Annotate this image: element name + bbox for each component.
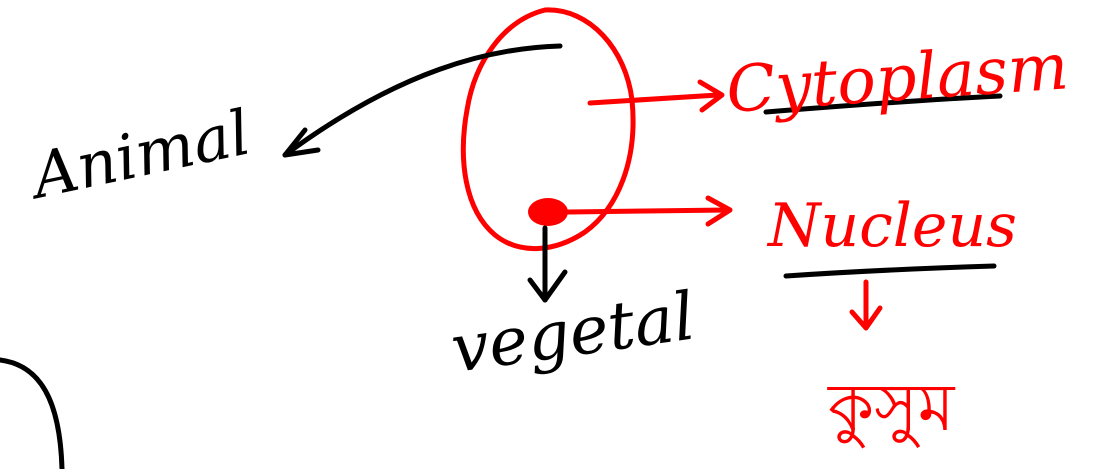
partial-circle-edge xyxy=(0,357,65,469)
cytoplasm-label: Cytoplasm xyxy=(724,30,1071,128)
nucleus-bengali-label: কুসুম xyxy=(827,369,956,448)
cytoplasm-arrow-head xyxy=(697,79,725,113)
animal-label: Animal xyxy=(21,96,256,214)
animal-arrow-head xyxy=(282,127,321,158)
nucleus-label: Nucleus xyxy=(766,191,1017,261)
nucleus-underline xyxy=(783,263,997,279)
vegetal-arrow-head xyxy=(527,269,568,303)
animal-arrow xyxy=(282,43,563,158)
nucleus-dot xyxy=(528,198,568,226)
nucleus-down-arrow-head xyxy=(849,305,883,331)
vegetal-label: vegetal xyxy=(447,278,700,388)
nucleus-arrow xyxy=(565,207,731,215)
nucleus-arrow-head xyxy=(705,195,733,227)
cytoplasm-arrow xyxy=(587,92,721,106)
cytoplasm-underline xyxy=(763,93,1003,115)
